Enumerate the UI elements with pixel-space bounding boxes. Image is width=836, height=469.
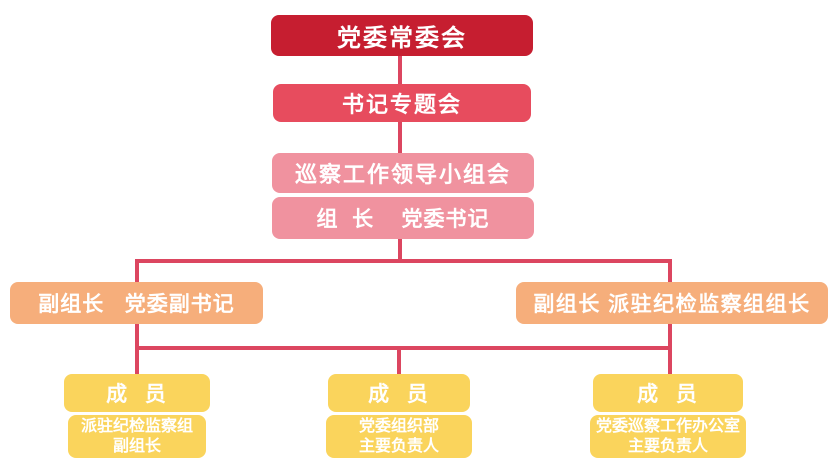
member-title: 主要负责人 xyxy=(627,437,708,455)
node-secretary-special-meeting: 书记专题会 xyxy=(273,84,531,122)
member-title: 主要负责人 xyxy=(358,437,439,455)
node-member-2-detail: 党委组织部 主要负责人 xyxy=(326,415,472,458)
node-label: 副组长 派驻纪检监察组组长 xyxy=(533,293,811,316)
node-deputy-leader-right: 副组长 派驻纪检监察组组长 xyxy=(516,282,828,324)
node-label: 成 员 xyxy=(637,383,699,406)
member-dept: 派驻纪检监察组 xyxy=(80,417,193,435)
node-inspection-leading-group-meeting: 巡察工作领导小组会 xyxy=(272,153,534,193)
node-label: 党委常委会 xyxy=(337,25,467,52)
member-dept: 党委组织部 xyxy=(358,417,439,435)
node-label: 巡察工作领导小组会 xyxy=(294,162,511,187)
node-member-1-detail: 派驻纪检监察组 副组长 xyxy=(68,415,206,458)
node-label: 成 员 xyxy=(106,383,168,406)
node-party-standing-committee-meeting: 党委常委会 xyxy=(271,15,533,56)
node-member-3: 成 员 xyxy=(593,374,743,412)
member-title: 副组长 xyxy=(112,437,161,455)
connector-middle-member xyxy=(397,348,401,374)
connector-level2-level3 xyxy=(398,122,402,153)
connector-level1-level2 xyxy=(398,56,402,84)
node-label: 书记专题会 xyxy=(341,92,462,117)
node-member-3-detail: 党委巡察工作办公室 主要负责人 xyxy=(590,415,746,458)
node-deputy-leader-left: 副组长 党委副书记 xyxy=(10,282,263,324)
connector-deputies-horizontal xyxy=(135,259,672,263)
node-label: 组 长 党委书记 xyxy=(316,208,490,231)
member-dept: 党委巡察工作办公室 xyxy=(595,417,740,435)
node-label: 成 员 xyxy=(368,383,430,406)
node-member-1: 成 员 xyxy=(64,374,210,412)
connector-leader-branch xyxy=(398,239,402,261)
node-label: 副组长 党委副书记 xyxy=(38,293,235,316)
connector-members-horizontal xyxy=(135,346,672,350)
node-member-2: 成 员 xyxy=(328,374,470,412)
node-group-leader: 组 长 党委书记 xyxy=(272,197,534,239)
